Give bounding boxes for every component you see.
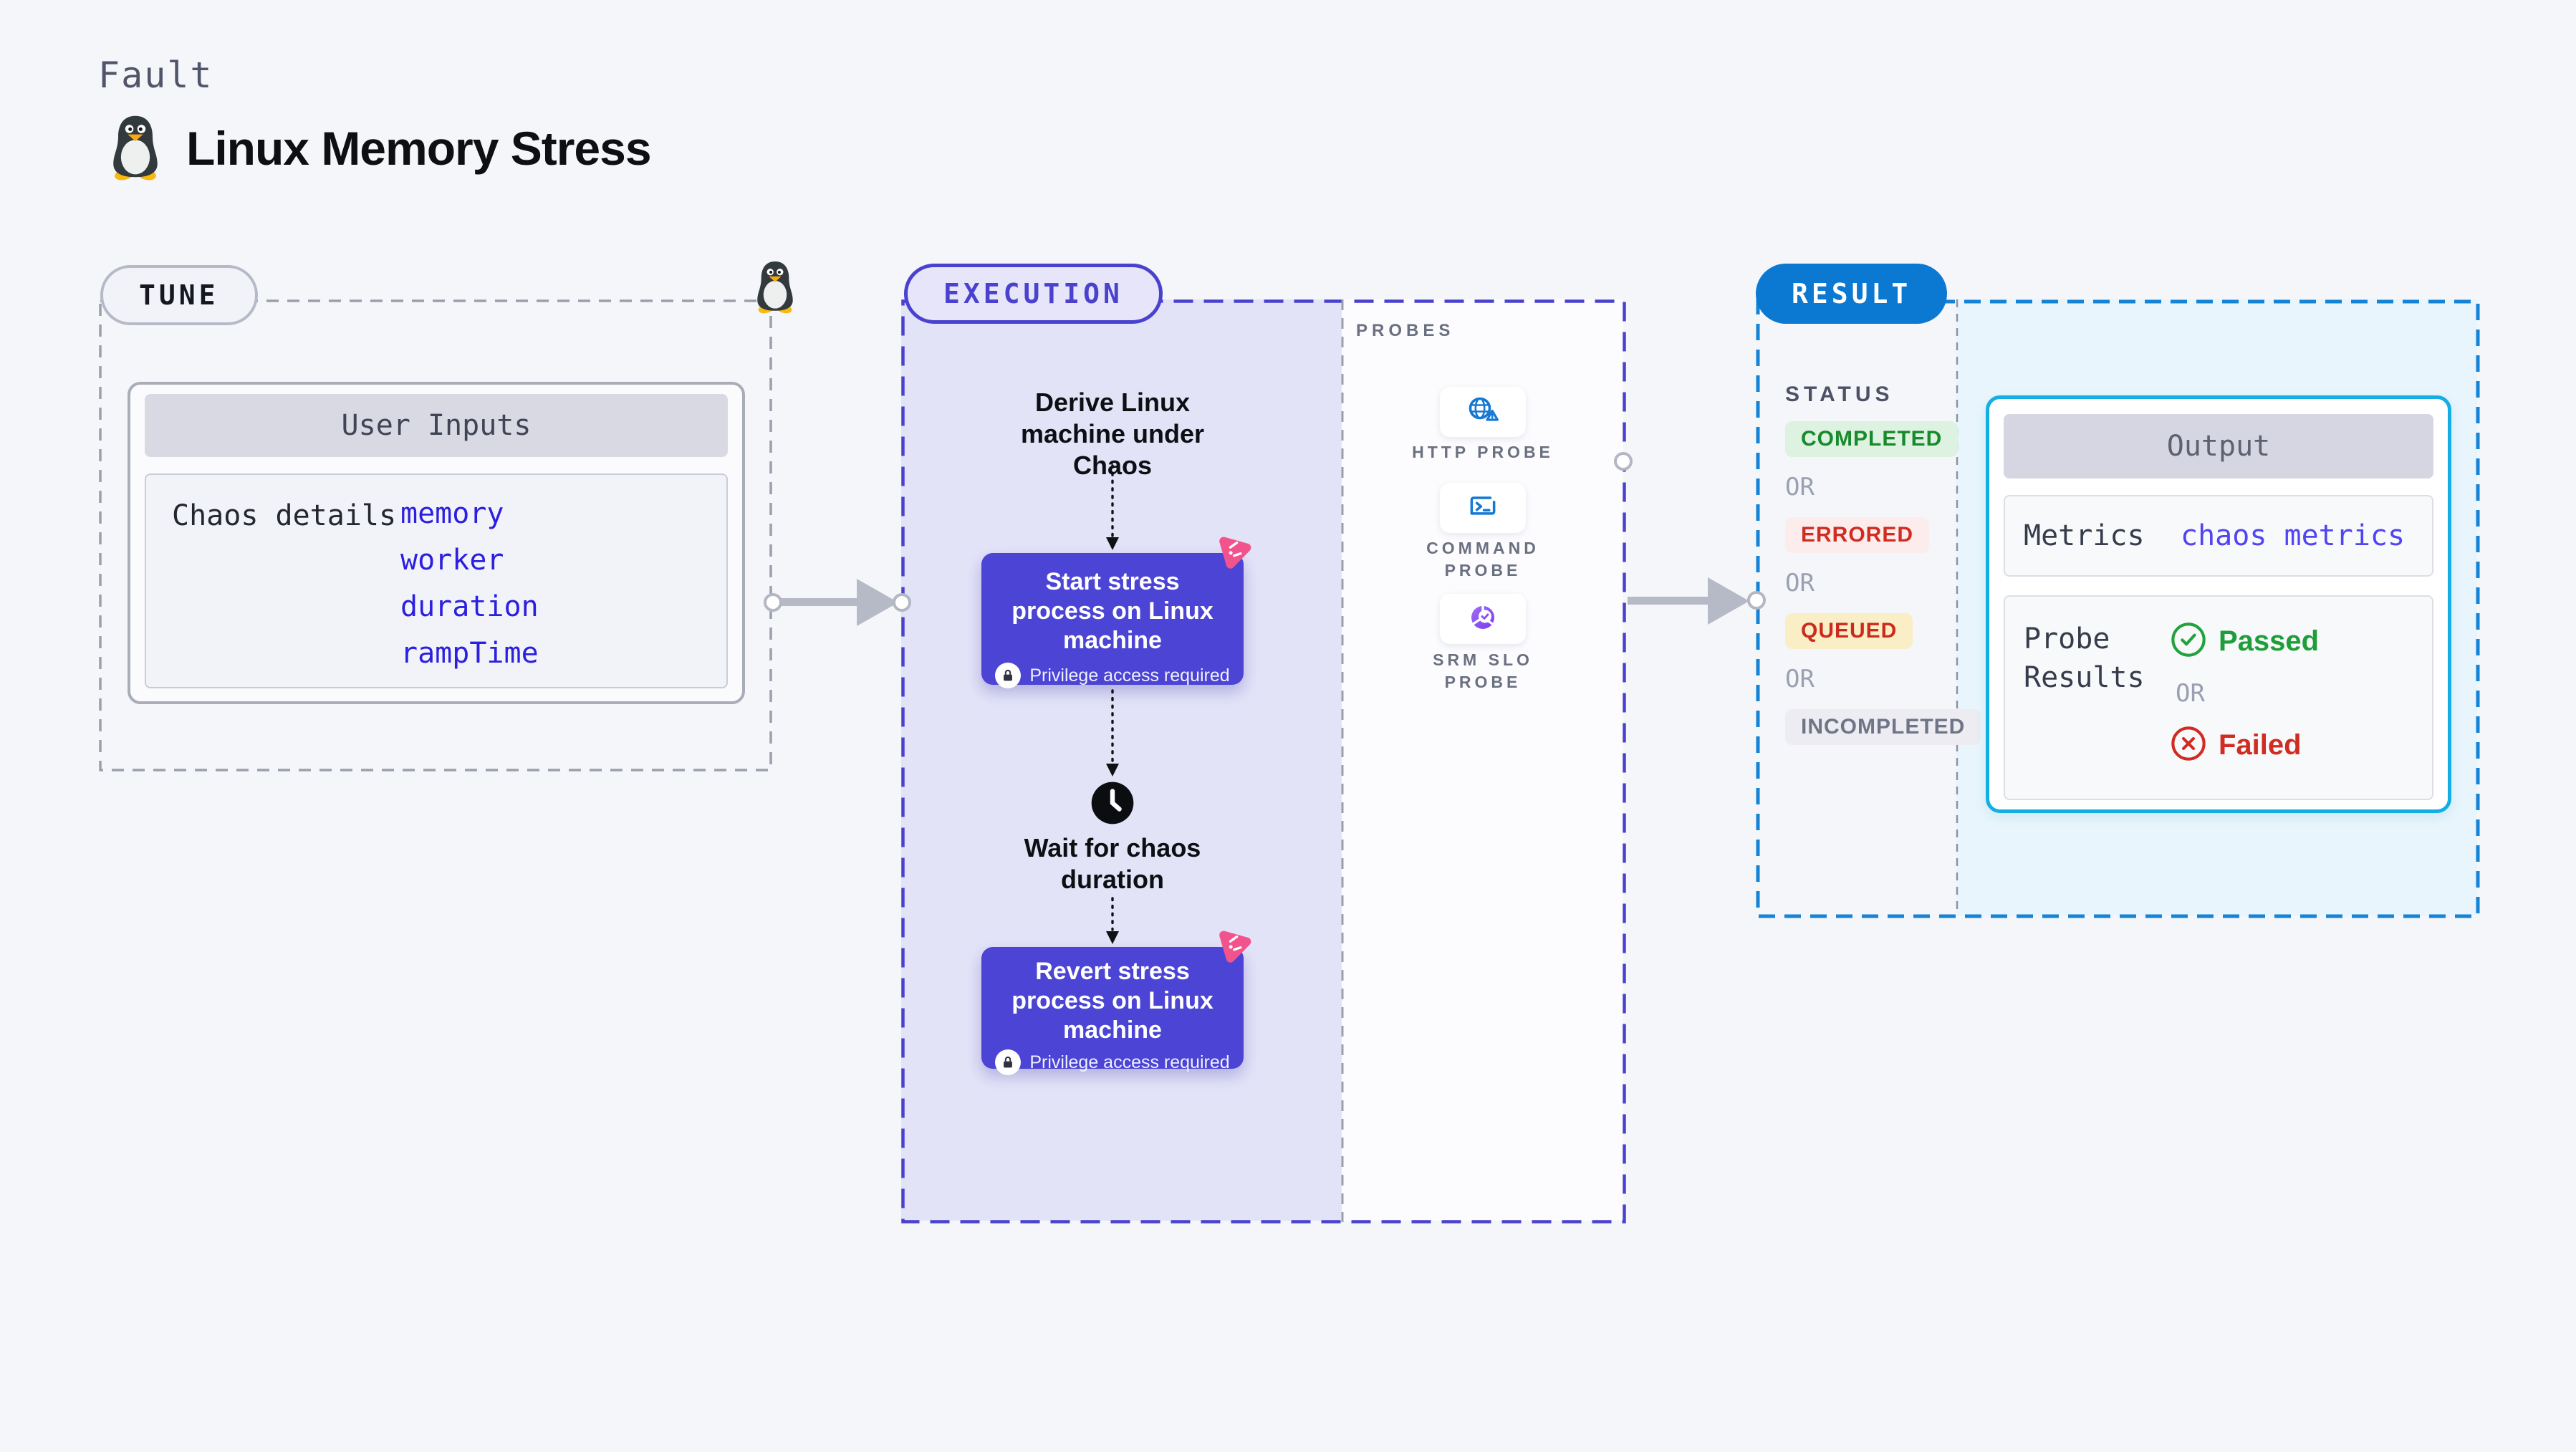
output-card: Output Metrics chaos metrics Probe Resul… — [1986, 395, 2451, 813]
page-title-row: Linux Memory Stress — [105, 112, 652, 184]
probe-card-http — [1440, 387, 1526, 437]
status-badge-incompleted: INCOMPLETED — [1785, 709, 1981, 745]
or-separator: OR — [1785, 665, 1815, 693]
or-separator: OR — [1785, 473, 1815, 501]
tune-zone-pill: TUNE — [100, 265, 258, 325]
chaos-icon-2 — [1216, 925, 1254, 963]
connector-dot-probes-out — [1614, 452, 1633, 471]
status-stack: COMPLETED OR ERRORED OR QUEUED OR INCOMP… — [1785, 421, 1981, 745]
link-duration[interactable]: duration — [400, 590, 539, 623]
probe-label-srm-slo: SRM SLO PROBE — [1433, 650, 1533, 691]
status-badge-completed: COMPLETED — [1785, 421, 1959, 457]
user-inputs-card: User Inputs Chaos details memory worker … — [128, 382, 745, 704]
result-zone-pill: RESULT — [1756, 264, 1948, 324]
terminal-icon — [1465, 490, 1501, 527]
status-badge-errored: ERRORED — [1785, 517, 1930, 553]
pie-check-icon — [1464, 600, 1501, 638]
result-zone-label: RESULT — [1792, 278, 1912, 309]
privilege-note: Privilege access required — [1029, 665, 1230, 686]
output-header: Output — [2004, 414, 2433, 479]
privilege-note-2: Privilege access required — [1029, 1052, 1230, 1072]
flow-arrow-1 — [1106, 464, 1119, 550]
chaos-details-label: Chaos details — [172, 499, 397, 532]
failed-label: Failed — [2219, 729, 2302, 761]
lock-icon — [995, 663, 1022, 688]
execution-zone-label: EXECUTION — [943, 278, 1123, 309]
or-separator: OR — [2176, 679, 2205, 708]
status-badge-queued: QUEUED — [1785, 613, 1913, 649]
tune-to-execution-arrow — [772, 598, 857, 606]
probe-label-http: HTTP PROBE — [1412, 443, 1554, 461]
chaos-icon — [1216, 532, 1254, 569]
link-memory[interactable]: memory — [400, 497, 504, 530]
or-separator: OR — [1785, 569, 1815, 597]
tux-icon-small — [751, 258, 799, 317]
connector-dot-tune — [764, 593, 782, 612]
probes-zone-fill — [1342, 299, 1623, 1221]
probe-results-values: Passed OR Failed — [2170, 621, 2319, 766]
fault-kicker: Fault — [98, 54, 213, 96]
probe-card-srm-slo — [1440, 594, 1526, 644]
globe-warning-icon — [1464, 393, 1502, 431]
flow-arrow-3 — [1106, 897, 1119, 944]
page-title: Linux Memory Stress — [186, 121, 652, 175]
status-label: STATUS — [1785, 383, 1894, 406]
probe-label-command: COMMAND PROBE — [1426, 539, 1539, 580]
link-rampTime[interactable]: rampTime — [400, 637, 539, 670]
probes-to-result-arrow — [1628, 597, 1708, 605]
tux-icon — [105, 112, 166, 184]
x-circle-icon — [2170, 725, 2207, 766]
clock-icon — [1090, 780, 1135, 830]
probes-zone-label: PROBES — [1356, 321, 1455, 340]
metrics-row: Metrics chaos metrics — [2004, 495, 2433, 577]
execution-zone-pill: EXECUTION — [904, 264, 1163, 324]
tune-to-execution-arrowhead — [857, 579, 898, 626]
lock-icon-2 — [995, 1049, 1022, 1075]
probe-card-command — [1440, 483, 1526, 533]
connector-dot-execution-in — [893, 593, 911, 612]
link-worker[interactable]: worker — [400, 544, 504, 577]
connector-dot-result-in — [1747, 591, 1766, 610]
wait-step-title: Wait for chaos duration — [1024, 833, 1201, 894]
passed-line: Passed — [2170, 621, 2319, 662]
probe-results-label: Probe Results — [2024, 622, 2145, 694]
passed-label: Passed — [2219, 625, 2320, 657]
privilege-row-2: Privilege access required — [981, 1049, 1244, 1090]
revert-stress-label: Revert stress process on Linux machine — [1011, 958, 1213, 1044]
start-stress-label: Start stress process on Linux machine — [1011, 568, 1213, 654]
metrics-label: Metrics — [2024, 519, 2145, 552]
chaos-details-links: memory worker duration rampTime — [400, 499, 539, 668]
revert-stress-node: Revert stress process on Linux machine P… — [981, 947, 1244, 1075]
user-inputs-header: User Inputs — [145, 394, 728, 457]
probe-results-row: Probe Results Passed OR — [2004, 595, 2433, 800]
tune-zone-label: TUNE — [139, 279, 219, 311]
failed-line: Failed — [2170, 725, 2302, 766]
check-circle-icon — [2170, 621, 2207, 662]
flow-arrow-2 — [1106, 689, 1119, 777]
start-stress-node: Start stress process on Linux machine Pr… — [981, 553, 1244, 688]
probes-to-result-arrowhead — [1708, 577, 1749, 625]
metrics-value-link[interactable]: chaos metrics — [2181, 519, 2406, 552]
user-inputs-body: Chaos details memory worker duration ram… — [145, 473, 728, 688]
